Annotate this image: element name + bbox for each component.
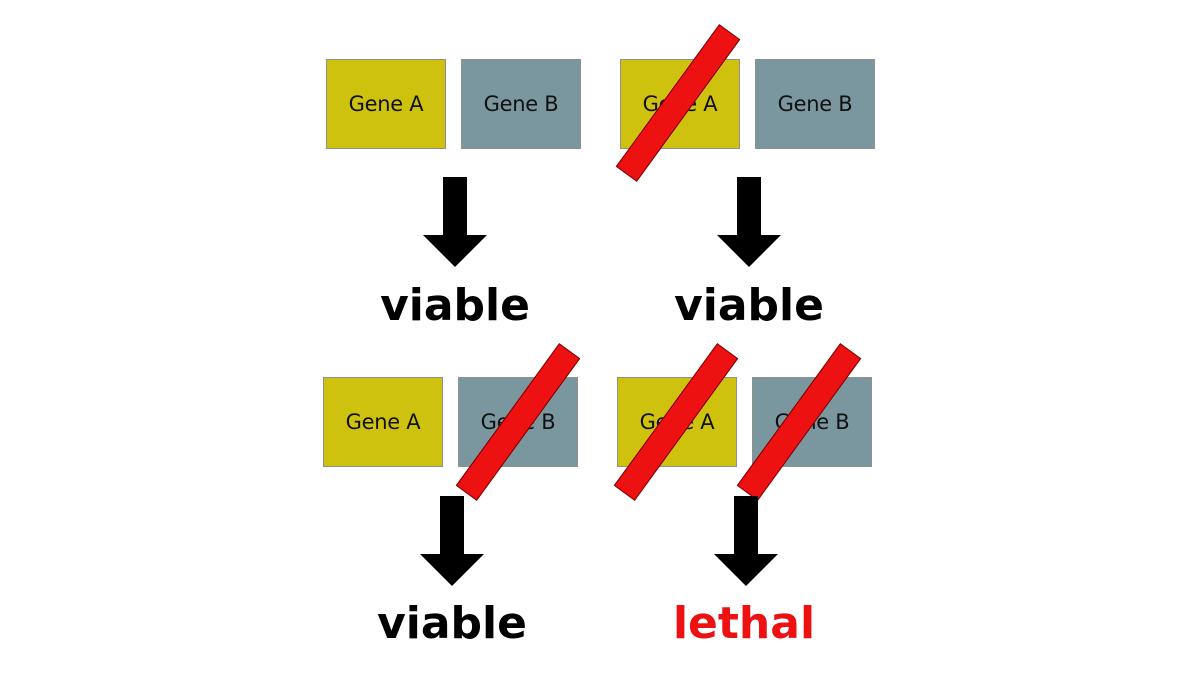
outcome-label: viable xyxy=(380,280,530,331)
gene-a-label: Gene A xyxy=(345,410,421,434)
outcome-label: viable xyxy=(674,280,824,331)
down-arrow-icon xyxy=(420,496,484,586)
gene-b-label: Gene B xyxy=(777,92,853,116)
down-arrow-icon xyxy=(714,496,778,586)
outcome-label-lethal: lethal xyxy=(672,598,816,649)
down-arrow-icon xyxy=(717,177,781,267)
gene-a-box: Gene A xyxy=(323,377,443,467)
down-arrow-icon xyxy=(423,177,487,267)
gene-b-box: Gene B xyxy=(755,59,875,149)
gene-b-label: Gene B xyxy=(483,92,559,116)
outcome-label: viable xyxy=(377,598,527,649)
gene-a-box: Gene A xyxy=(326,59,446,149)
gene-b-box: Gene B xyxy=(461,59,581,149)
gene-a-label: Gene A xyxy=(348,92,424,116)
